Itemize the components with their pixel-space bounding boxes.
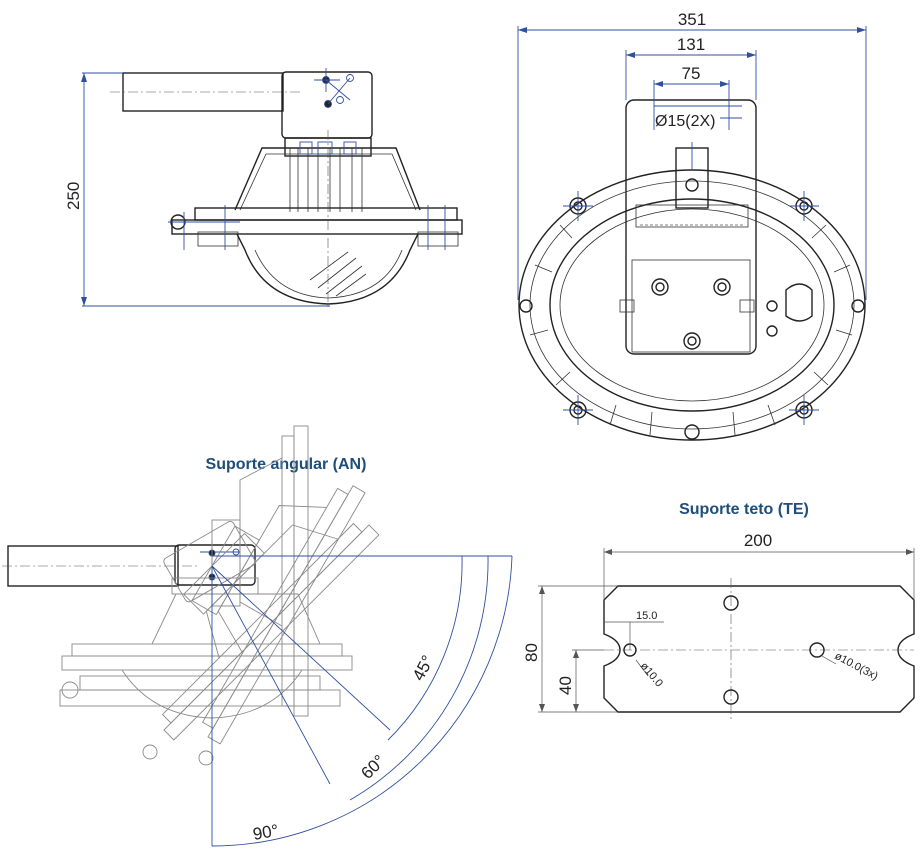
front-view: 351 131 75 Ø15(2X) <box>517 10 867 441</box>
side-view: 250 <box>64 68 463 308</box>
angular-mount-view: 45° 60° 90° <box>2 425 513 847</box>
angle-90-label: 90° <box>251 821 280 844</box>
ceiling-width-dim: 200 <box>744 531 772 550</box>
front-width-dim: 351 <box>678 10 706 29</box>
angle-60-label: 60° <box>357 751 389 783</box>
ceiling-slot-dia-label: ø10.0 <box>638 660 665 689</box>
ceiling-slot-offset-dim: 15.0 <box>636 610 657 622</box>
front-hole-spacing-dim: 75 <box>682 64 701 83</box>
side-height-dim: 250 <box>64 182 83 210</box>
ceiling-mount-title: Suporte teto (TE) <box>679 501 809 518</box>
ceiling-half-height-dim: 40 <box>556 676 575 695</box>
ceiling-hole-dia-label: ø10.0(3x) <box>833 650 880 683</box>
ceiling-mount-view: 200 80 40 15.0 ø10.0 ø10.0(3x) <box>522 531 915 720</box>
ceiling-height-dim: 80 <box>522 643 541 662</box>
front-bracket-width-dim: 131 <box>677 35 705 54</box>
front-hole-dia-label: Ø15(2X) <box>655 113 715 130</box>
angular-mount-title: Suporte angular (AN) <box>206 456 367 473</box>
